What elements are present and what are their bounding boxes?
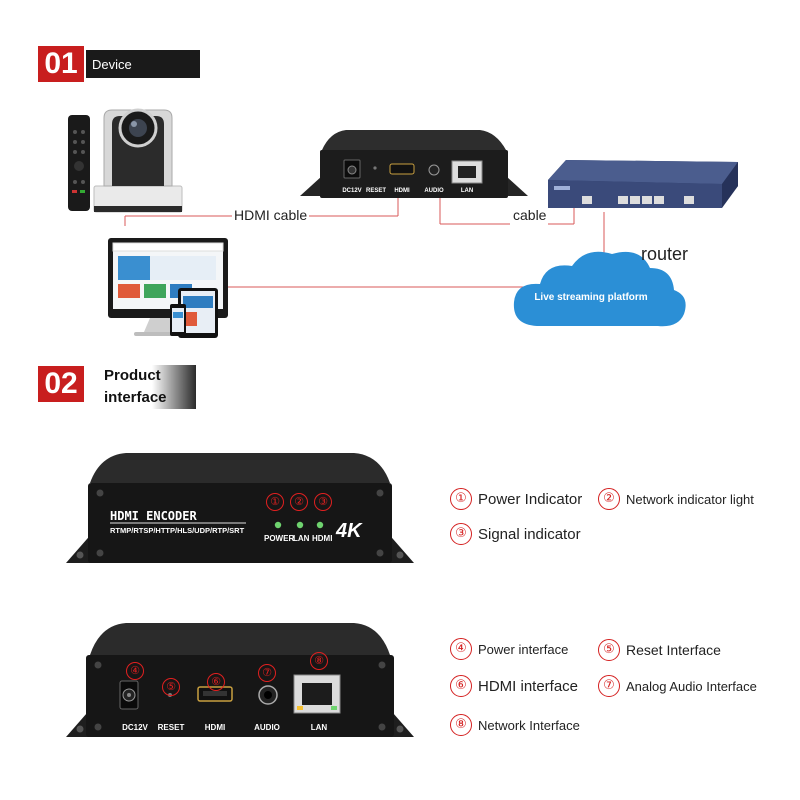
top-port-dc12v-label: DC12V — [342, 188, 362, 194]
callout-number: ④ — [450, 638, 472, 660]
callout-power-indicator: ① Power Indicator — [450, 488, 582, 510]
callout-number: ⑤ — [598, 639, 620, 661]
front-panel-4k-badge: 4K — [336, 520, 362, 542]
callout-text: HDMI interface — [478, 677, 579, 695]
front-marker-2: ② — [290, 493, 308, 511]
hdmi-cable-label: HDMI cable — [232, 207, 310, 223]
section-1-title: Device Connection — [86, 50, 200, 102]
callout-number: ⑥ — [450, 675, 472, 697]
front-marker-1: ① — [266, 493, 284, 511]
top-port-reset-label: RESET — [365, 188, 386, 194]
callout-text: Reset Interface — [626, 642, 721, 658]
audio-port — [258, 685, 278, 705]
callout-number: ③ — [450, 523, 472, 545]
dc12v-port — [119, 680, 139, 710]
section-2-title: Product interface — [86, 365, 196, 409]
encoder-back-panel — [66, 623, 414, 737]
connection-diagram — [68, 108, 738, 338]
back-marker-5: ⑤ — [162, 678, 180, 696]
front-marker-3: ③ — [314, 493, 332, 511]
back-port-audio-label: AUDIO — [254, 723, 280, 732]
back-marker-6: ⑥ — [207, 673, 225, 691]
led-label-power: POWER — [264, 534, 295, 543]
router-label: router — [641, 244, 689, 264]
router — [548, 160, 738, 208]
callout-text: Analog Audio Interface — [626, 678, 757, 694]
callout-hdmi-interface: ⑥ HDMI interface — [450, 675, 578, 697]
connection-lines — [124, 196, 605, 288]
callout-number: ① — [450, 488, 472, 510]
back-marker-7: ⑦ — [258, 664, 276, 682]
top-port-lan-label: LAN — [460, 188, 474, 194]
callout-signal-indicator: ③ Signal indicator — [450, 523, 581, 545]
led-label-lan: LAN — [293, 534, 310, 543]
power-led — [274, 521, 282, 529]
front-panel-protocols: RTMP/RTSP/HTTP/HLS/UDP/RTP/SRT — [110, 526, 245, 535]
back-port-reset-label: RESET — [157, 723, 185, 732]
callout-number: ② — [598, 488, 620, 510]
callout-number: ⑧ — [450, 714, 472, 736]
cable-label: cable — [511, 207, 549, 223]
computer-screen — [108, 238, 228, 338]
section-2-title-line1: Product — [104, 367, 161, 384]
top-port-audio-label: AUDIO — [424, 188, 444, 194]
section-1-number: 01 — [38, 46, 84, 82]
back-port-hdmi-label: HDMI — [204, 723, 226, 732]
callout-text: Network indicator light — [626, 491, 754, 507]
callout-network-interface: ⑧ Network Interface — [450, 714, 580, 736]
callout-audio-interface: ⑦ Analog Audio Interface — [598, 675, 757, 697]
hdmi-led — [316, 521, 324, 529]
callout-number: ⑦ — [598, 675, 620, 697]
front-panel-title: HDMI ENCODER — [110, 509, 197, 523]
callout-text: Signal indicator — [478, 525, 581, 543]
back-port-lan-label: LAN — [310, 723, 328, 732]
callout-reset-interface: ⑤ Reset Interface — [598, 639, 721, 661]
encoder-device-top — [300, 130, 528, 198]
cloud-platform — [513, 251, 686, 327]
callout-text: Power Indicator — [478, 490, 583, 508]
back-marker-8: ⑧ — [310, 652, 328, 670]
top-port-hdmi-label: HDMI — [394, 188, 410, 194]
lan-led — [296, 521, 304, 529]
section-2-number: 02 — [38, 366, 84, 402]
back-marker-4: ④ — [126, 662, 144, 680]
ptz-camera — [68, 108, 183, 213]
section-2-title-line2: interface — [104, 389, 167, 406]
cloud-label: Live streaming platform — [534, 292, 648, 303]
back-port-dc12v-label: DC12V — [122, 723, 148, 732]
callout-network-indicator: ② Network indicator light — [598, 488, 754, 510]
callout-power-interface: ④ Power interface — [450, 638, 568, 660]
lan-port — [293, 674, 341, 714]
led-label-hdmi: HDMI — [312, 534, 333, 543]
callout-text: Network Interface — [478, 717, 580, 733]
callout-text: Power interface — [478, 641, 569, 657]
